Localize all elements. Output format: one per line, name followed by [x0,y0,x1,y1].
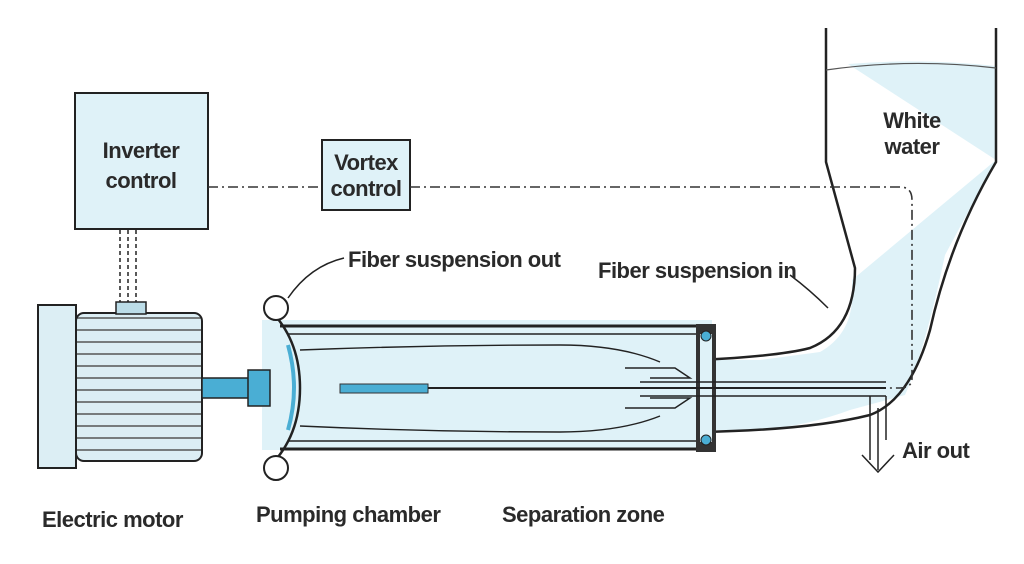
vortex-label-2: control [330,176,401,201]
separation-zone-internals [339,367,886,409]
separator-tube [262,320,716,452]
vortex-label-1: Vortex [334,150,399,175]
control-signal-line [208,186,913,389]
fiber-in-label: Fiber suspension in [598,258,796,283]
air-out-label: Air out [902,438,971,463]
leader-fiber-in [789,274,829,309]
white-water-tank [699,28,998,434]
inverter-control-box [74,92,209,302]
inverter-label-1: Inverter [103,138,181,163]
white-water-label-1: White [883,108,941,133]
fiber-out-label: Fiber suspension out [348,247,562,272]
separation-zone-label: Separation zone [502,502,665,527]
inverter-label-2: control [105,168,176,193]
pumping-chamber-label: Pumping chamber [256,502,441,527]
vortex-control-box [321,139,411,211]
electric-motor-icon [37,301,271,469]
leader-fiber-out [287,257,345,299]
electric-motor-label: Electric motor [42,507,184,532]
air-out-arrow-icon [861,396,895,474]
pumping-chamber [263,295,661,481]
white-water-label-2: water [884,134,941,159]
